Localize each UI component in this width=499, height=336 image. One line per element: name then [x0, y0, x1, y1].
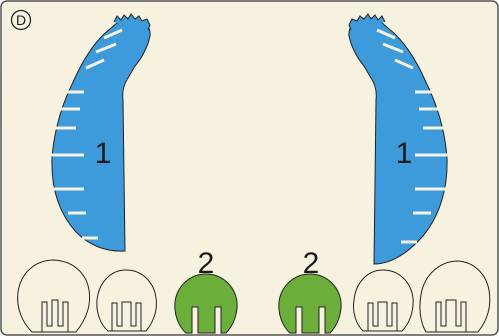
- tooth-right-inner: [353, 269, 414, 332]
- left-comb-shape: [51, 17, 151, 252]
- left-comb: 1: [48, 13, 151, 252]
- left-highlight-number: 2: [198, 247, 215, 280]
- tooth-left-outer: [17, 259, 91, 333]
- right-comb-top-edge: [348, 13, 386, 31]
- tooth-left-highlight: 2: [174, 247, 238, 334]
- left-comb-number: 1: [95, 137, 112, 170]
- left-comb-top-edge: [113, 13, 151, 31]
- panel-badge: D: [10, 9, 32, 31]
- right-comb: [348, 13, 451, 265]
- badge-circle: [10, 9, 32, 31]
- right-comb-shape: [348, 17, 448, 265]
- panel-label: D: [16, 12, 26, 28]
- right-comb-number: 1: [396, 137, 413, 170]
- right-highlight-number: 2: [303, 247, 320, 280]
- tooth-right-highlight: 2: [278, 247, 342, 334]
- tooth-left-inner: [96, 269, 157, 332]
- left-comb-slots: [48, 28, 123, 240]
- right-comb-slots: [376, 28, 451, 244]
- tooth-right-outer: [419, 260, 491, 333]
